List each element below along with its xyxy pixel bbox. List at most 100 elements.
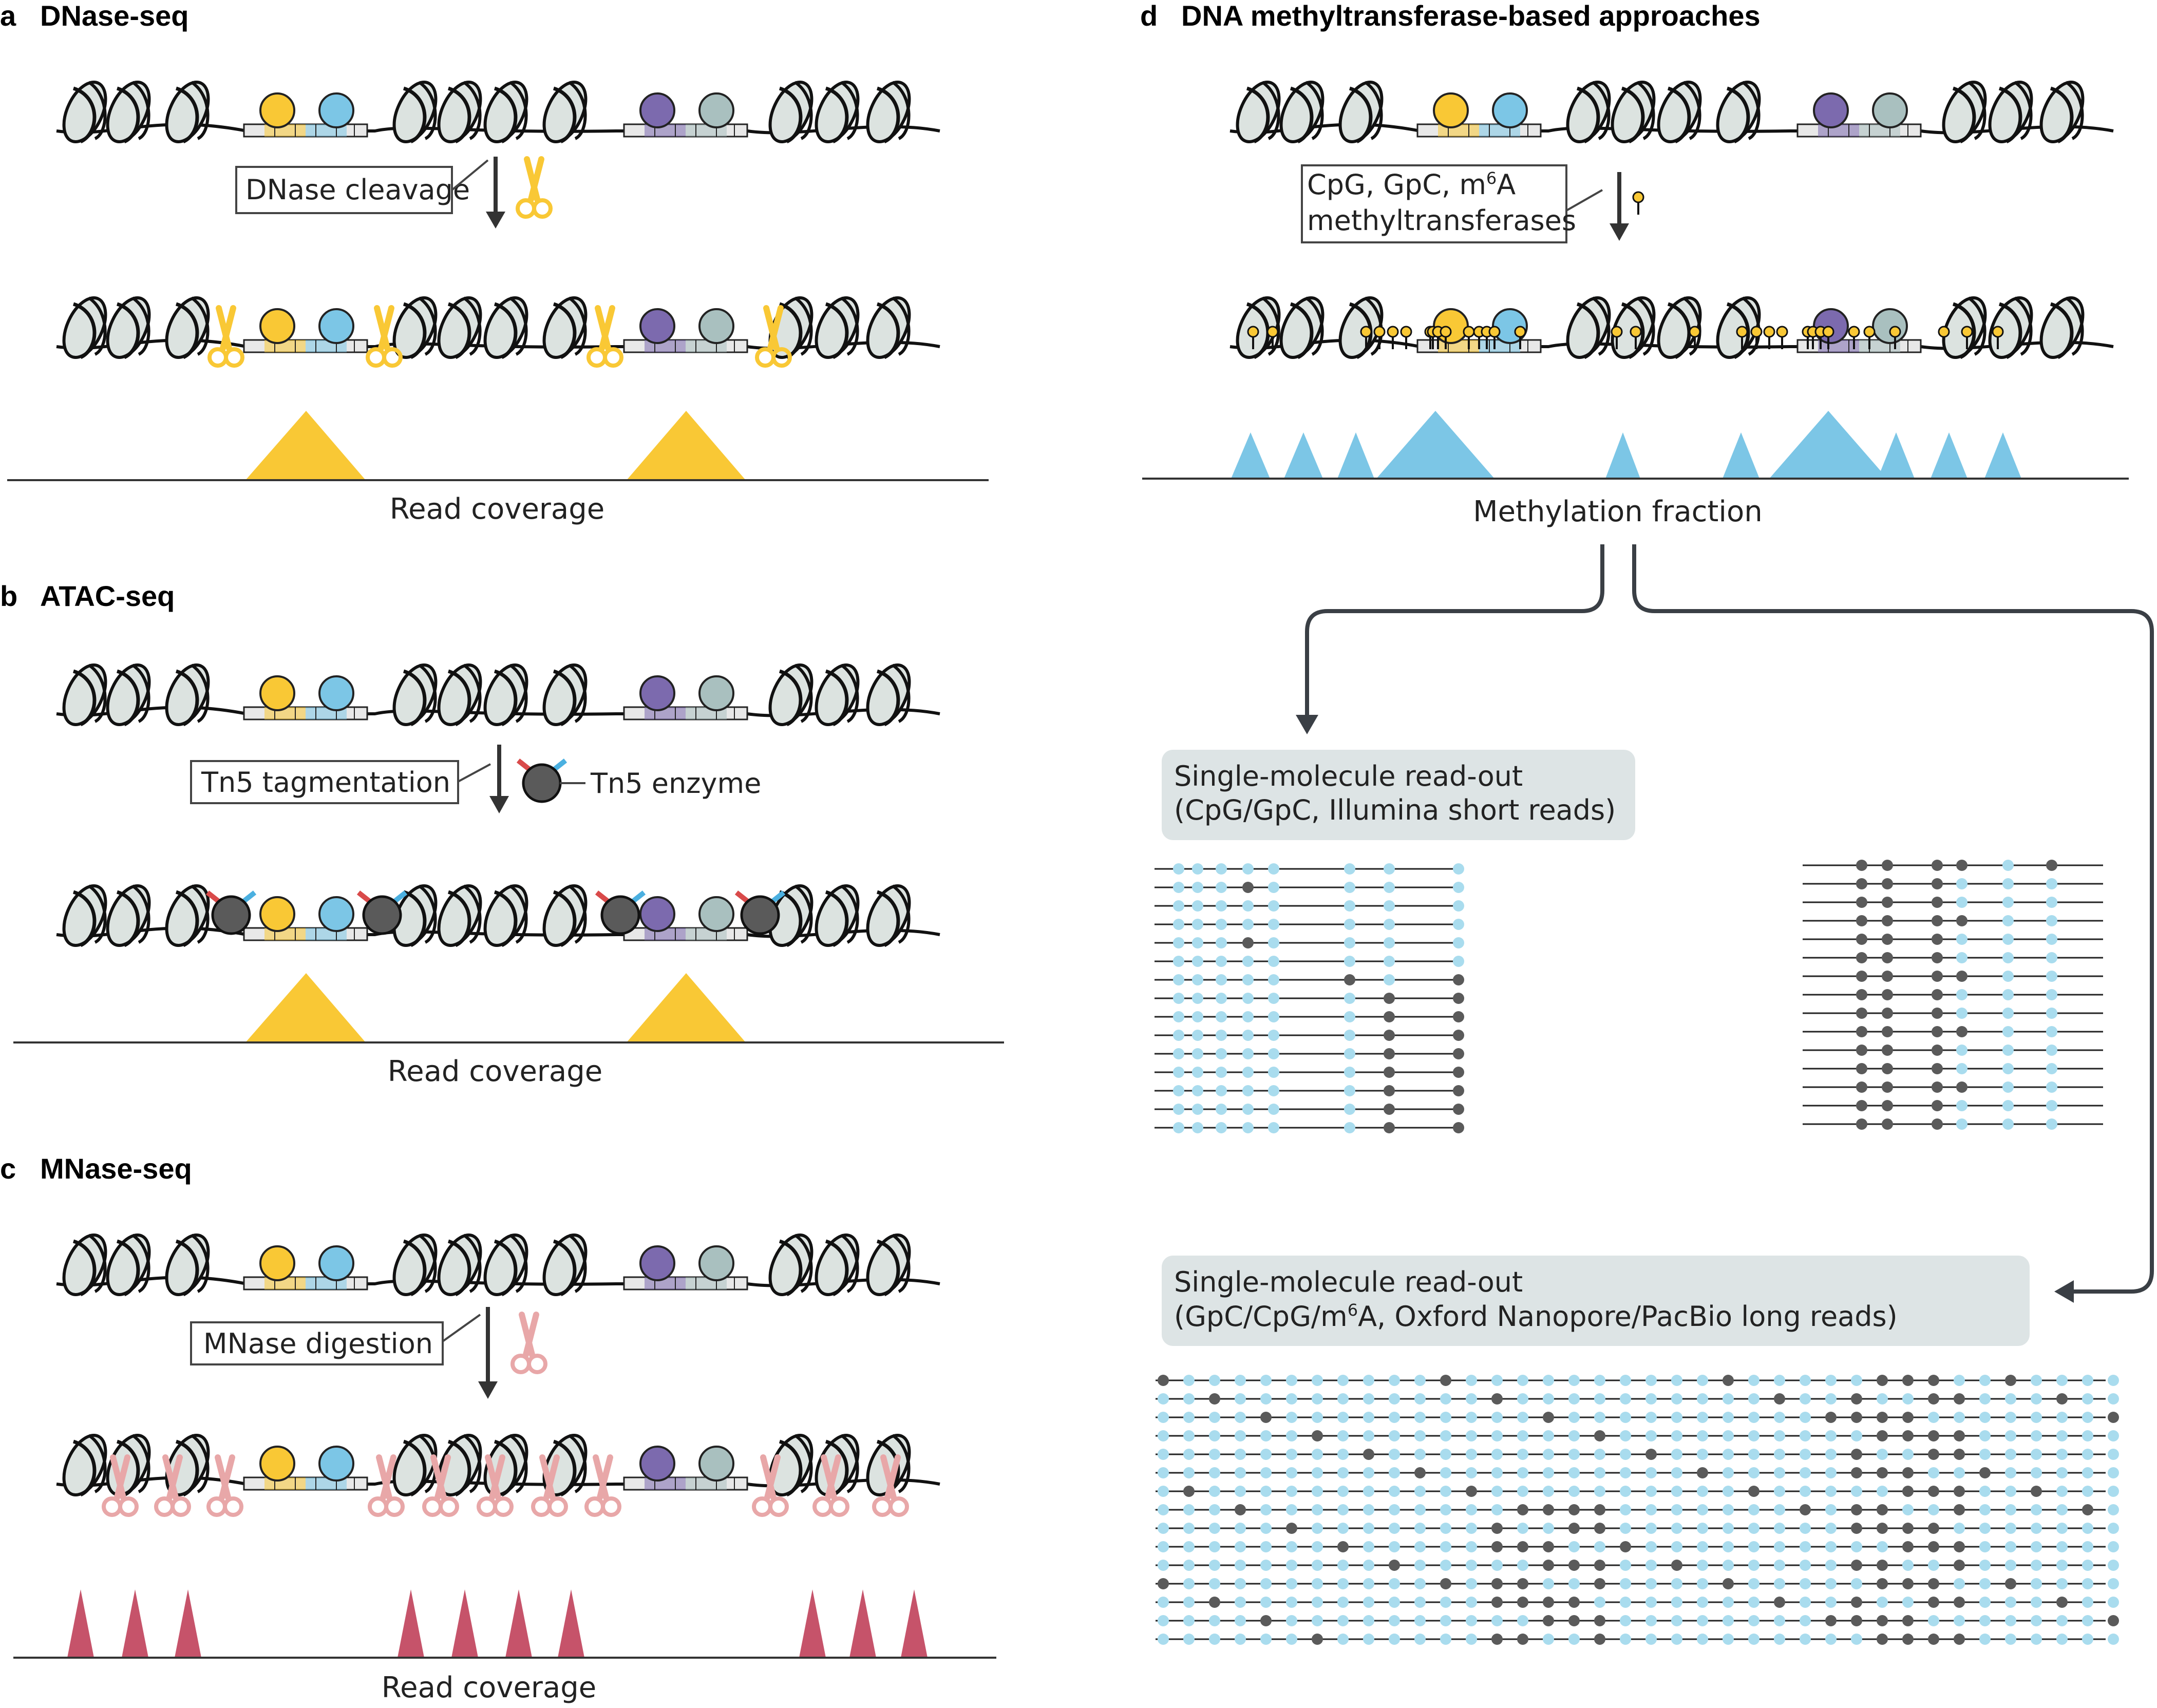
methylation-site [1851,1541,1862,1552]
methylation-site [1956,934,1967,945]
coverage-peak [1723,432,1759,479]
nucleosome-icon [55,75,114,148]
methylation-site [1517,1467,1528,1478]
methylation-site [1979,1412,1991,1423]
methylation-site [1453,993,1464,1004]
panel-a-step: DNase cleavage [235,157,551,229]
methylation-site [2046,915,2057,926]
methylation-site [1235,1634,1246,1645]
methylation-site [1825,1412,1837,1423]
methylation-site [1928,1393,1939,1405]
methylation-site [1568,1578,1580,1589]
nucleosome-icon [2033,291,2091,364]
methylation-site [1337,1430,1349,1441]
methylation-site [2046,971,2057,982]
methylation-site [1723,1634,1734,1645]
methylation-site [1183,1560,1195,1571]
methylation-site [1453,1067,1464,1078]
methylation-site [1774,1560,1785,1571]
methylation-site [1882,1118,1893,1130]
methylation-site [1268,1104,1279,1115]
transcription-factor [639,675,675,711]
methylation-site [2046,1118,2057,1130]
methylation-site [1902,1430,1914,1441]
methylation-site [1645,1560,1657,1571]
coverage-peak [245,973,366,1042]
methylation-site [1979,1541,1991,1552]
methylation-site [2108,1430,2119,1441]
methylation-site [1882,934,1893,945]
methylation-site [1517,1615,1528,1626]
methylation-site [1774,1467,1785,1478]
nucleosome-icon [1229,75,1288,148]
methylation-site [1209,1467,1220,1478]
methylation-site [1856,897,1867,908]
panel-b-enzyme-label: Tn5 enzyme [590,767,761,800]
nucleosome-icon [859,291,918,364]
nucleosome-icon [386,75,444,148]
methylation-site [2082,1375,2093,1386]
methylation-site [1192,937,1203,948]
methylation-site [1235,1560,1246,1571]
nucleosome-icon [1229,291,1288,364]
methylation-site [1173,937,1184,948]
methylation-site [1235,1375,1246,1386]
methylation-site [1363,1412,1374,1423]
methylation-site [1851,1486,1862,1497]
methyl-pin-icon [1632,191,1644,216]
nucleosome-icon [1332,75,1390,148]
nucleosome-icon [158,879,217,952]
methylation-site [1286,1504,1297,1515]
methylation-site [1748,1504,1759,1515]
methylation-site [1825,1634,1837,1645]
methylation-site [1235,1615,1246,1626]
methylation-site [2031,1597,2042,1608]
methylation-site [1192,1067,1203,1078]
methylation-site [1242,882,1254,893]
methylation-site [2005,1486,2016,1497]
coverage-peak [245,411,366,480]
long-read-line1: Single-molecule read-out [1174,1266,1523,1298]
methylation-site [1414,1504,1426,1515]
methylation-site [1568,1597,1580,1608]
nucleosome-icon [1935,75,1994,148]
methylation-site [1337,1597,1349,1608]
methylation-site [1389,1541,1400,1552]
methylation-site [1877,1430,1888,1441]
panel-b-coverage-label: Read coverage [388,1055,603,1088]
methylation-site [1882,897,1893,908]
nucleosome-icon [1559,291,1618,364]
methylation-site [1312,1560,1323,1571]
methylation-site [1928,1634,1939,1645]
methylation-site [1774,1504,1785,1515]
methylation-site [1748,1412,1759,1423]
nucleosome-icon [859,879,918,952]
methylation-site [1491,1615,1503,1626]
methylation-site [1956,897,1967,908]
methylation-site [1543,1375,1554,1386]
methylation-site [1173,1067,1184,1078]
methylation-site [1173,882,1184,893]
methylation-site [1594,1375,1605,1386]
methylation-site [1491,1578,1503,1589]
methylation-site [1882,860,1893,871]
methylation-site [1235,1467,1246,1478]
methylation-site [1620,1523,1631,1534]
methylation-site [1183,1541,1195,1552]
methylation-site [1800,1375,1811,1386]
methylation-site [1932,1045,1943,1056]
nucleosome-icon [430,291,489,364]
methylation-site [1344,863,1355,875]
methylation-site [1216,1067,1227,1078]
methylation-site [1344,974,1355,985]
methylation-site [1543,1412,1554,1423]
transcription-factor [259,308,295,344]
panel-a-chromatin-before [55,75,940,148]
methylation-site [1594,1504,1605,1515]
methylation-site [1877,1541,1888,1552]
panel-b-chromatin-after [55,879,940,952]
panel-c-letter: c [0,1152,16,1185]
methylation-site [1173,974,1184,985]
methylation-site [1723,1504,1734,1515]
methylation-site [1268,882,1279,893]
